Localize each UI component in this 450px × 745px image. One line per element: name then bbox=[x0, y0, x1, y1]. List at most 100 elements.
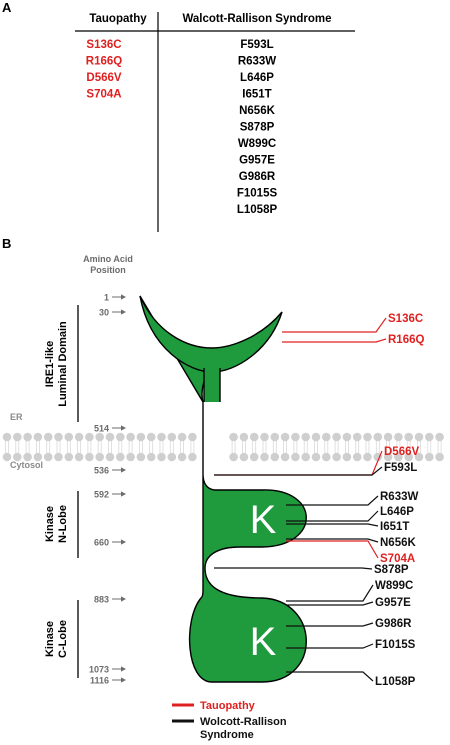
tauopathy-mutation: S136C bbox=[86, 39, 121, 51]
tauopathy-mutation: R166Q bbox=[86, 56, 122, 68]
panel-a-letter: A bbox=[2, 0, 12, 15]
nlobe-label-1: Kinase bbox=[44, 506, 56, 542]
lipid-head-outer bbox=[352, 432, 362, 442]
position-arrow-head bbox=[121, 596, 126, 602]
lipid-head-outer bbox=[74, 432, 84, 442]
wrs-mutation: F1015S bbox=[237, 188, 278, 200]
lipid-head-outer bbox=[157, 432, 166, 442]
lipid-head-outer bbox=[136, 432, 146, 442]
lipid-head-inner bbox=[425, 452, 434, 462]
luminal-domain-label-2: Luminal Domain bbox=[57, 321, 69, 407]
lipid-head-outer bbox=[85, 432, 94, 442]
lipid-head-outer bbox=[249, 432, 259, 442]
lipid-head-inner bbox=[146, 452, 156, 462]
lipid-head-inner bbox=[291, 452, 300, 462]
lipid-head-inner bbox=[332, 452, 341, 462]
lipid-head-outer bbox=[435, 432, 444, 442]
legend-tauopathy-label: Tauopathy bbox=[200, 700, 256, 712]
lipid-head-outer bbox=[167, 432, 177, 442]
lipid-head-outer bbox=[146, 432, 156, 442]
mutation-leader-line bbox=[214, 567, 373, 570]
lipid-head-outer bbox=[188, 432, 197, 442]
lipid-head-inner bbox=[126, 452, 135, 462]
mutation-leader-line bbox=[286, 584, 374, 602]
legend-wrs-label-1: Wolcott-Rallison bbox=[200, 716, 287, 728]
lipid-head-inner bbox=[280, 452, 290, 462]
kinase-n-lobe-glyph: K bbox=[250, 498, 277, 542]
position-header-line2: Position bbox=[90, 265, 126, 275]
mutation-label: N656K bbox=[380, 537, 416, 549]
panel-b-letter: B bbox=[2, 236, 11, 251]
position-label: 536 bbox=[94, 466, 109, 476]
lipid-head-inner bbox=[260, 452, 269, 462]
position-arrow-head bbox=[121, 294, 126, 300]
lipid-head-inner bbox=[188, 452, 197, 462]
lipid-head-inner bbox=[105, 452, 115, 462]
lipid-head-inner bbox=[394, 452, 403, 462]
luminal-domain-label-1: IRE1-like bbox=[44, 341, 56, 387]
wrs-mutation: S878P bbox=[240, 122, 275, 134]
mutation-leader-line bbox=[286, 643, 374, 649]
lipid-head-inner bbox=[136, 452, 146, 462]
lipid-head-inner bbox=[64, 452, 74, 462]
lipid-head-outer bbox=[301, 432, 311, 442]
mutation-label: F593L bbox=[384, 462, 417, 474]
lipid-head-inner bbox=[43, 452, 53, 462]
lipid-head-outer bbox=[342, 432, 352, 442]
mutation-leader-line bbox=[214, 466, 383, 476]
position-arrow-head bbox=[121, 309, 126, 315]
mutation-leader-line bbox=[286, 540, 379, 559]
lipid-head-inner bbox=[116, 452, 125, 462]
mutation-label: D566V bbox=[384, 446, 419, 458]
lipid-head-inner bbox=[95, 452, 104, 462]
kinase-c-lobe-glyph: K bbox=[250, 620, 277, 664]
lipid-head-inner bbox=[229, 452, 238, 462]
mutation-leader-line bbox=[286, 538, 379, 543]
lipid-head-inner bbox=[33, 452, 43, 462]
clobe-label-2: C-Lobe bbox=[57, 620, 69, 658]
lipid-head-inner bbox=[2, 452, 12, 462]
wrs-mutation: F593L bbox=[240, 39, 273, 51]
mutation-label: F1015S bbox=[375, 639, 416, 651]
mutation-leader-line bbox=[286, 622, 374, 627]
mutation-leader-line bbox=[286, 601, 374, 606]
lipid-head-inner bbox=[435, 452, 444, 462]
position-arrow-head bbox=[121, 425, 126, 431]
lipid-head-inner bbox=[249, 452, 259, 462]
table-header-tauopathy: Tauopathy bbox=[89, 13, 147, 25]
lipid-head-inner bbox=[414, 452, 424, 462]
mutation-label: S704A bbox=[380, 553, 415, 565]
clobe-label-1: Kinase bbox=[44, 621, 56, 657]
lipid-head-outer bbox=[2, 432, 12, 442]
lipid-head-outer bbox=[332, 432, 341, 442]
lipid-head-inner bbox=[12, 452, 22, 462]
lipid-head-outer bbox=[105, 432, 115, 442]
wrs-column: F593LR633WL646PI651TN656KS878PW899CG957E… bbox=[237, 39, 278, 216]
mutation-label: L1058P bbox=[375, 676, 416, 688]
mutation-label: R166Q bbox=[388, 334, 424, 346]
lipid-head-outer bbox=[425, 432, 434, 442]
er-membrane-bilayer bbox=[2, 432, 444, 462]
mutation-leader-line bbox=[286, 510, 379, 522]
position-header-line1: Amino Acid bbox=[83, 254, 133, 264]
mutation-label: R633W bbox=[380, 491, 418, 503]
lipid-head-outer bbox=[54, 432, 63, 442]
perk-protein-shape bbox=[139, 295, 307, 683]
mutation-label: W899C bbox=[375, 580, 413, 592]
lipid-head-outer bbox=[414, 432, 424, 442]
lipid-head-inner bbox=[383, 452, 393, 462]
lipid-head-outer bbox=[239, 432, 249, 442]
er-label: ER bbox=[10, 412, 23, 422]
lipid-head-inner bbox=[23, 452, 32, 462]
lipid-head-outer bbox=[64, 432, 74, 442]
lipid-head-inner bbox=[301, 452, 311, 462]
lipid-head-outer bbox=[260, 432, 269, 442]
wrs-mutation: G986R bbox=[239, 171, 276, 183]
lipid-head-outer bbox=[311, 432, 321, 442]
lipid-head-inner bbox=[74, 452, 84, 462]
lipid-head-outer bbox=[363, 432, 372, 442]
lipid-head-outer bbox=[23, 432, 32, 442]
mutation-leader-line bbox=[286, 671, 374, 682]
position-label: 660 bbox=[94, 538, 109, 548]
tauopathy-mutation: D566V bbox=[86, 72, 121, 84]
